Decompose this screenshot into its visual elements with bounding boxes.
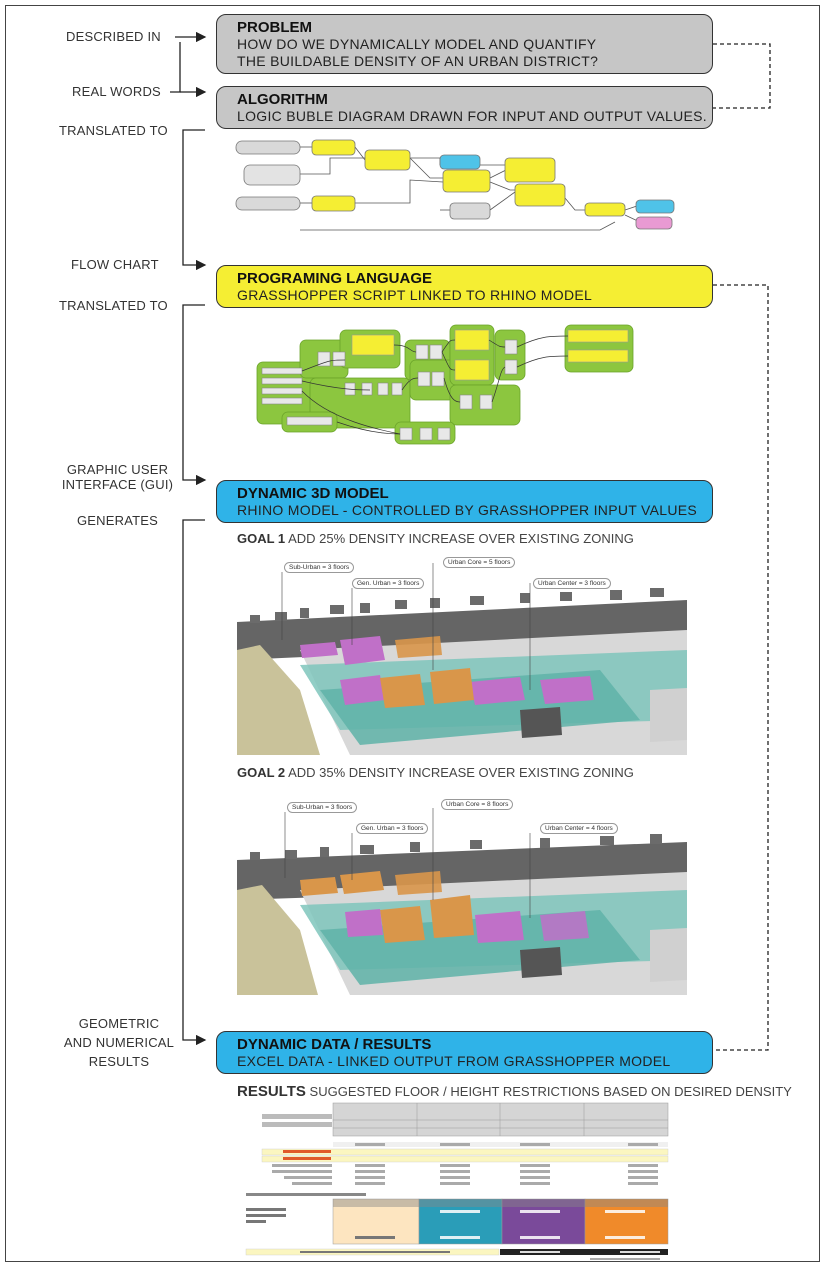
goal2-callout-urban-core: Urban Core = 8 floors (441, 799, 514, 810)
label-real-words: REAL WORDS (72, 84, 161, 99)
data-box: DYNAMIC DATA / RESULTS EXCEL DATA - LINK… (216, 1031, 713, 1074)
label-geo-line2: AND NUMERICAL (63, 1035, 175, 1050)
data-line1: EXCEL DATA - LINKED OUTPUT FROM GRASSHOP… (237, 1053, 671, 1069)
data-title: DYNAMIC DATA / RESULTS (237, 1036, 432, 1053)
page-frame (5, 5, 820, 1262)
problem-line2: THE BUILDABLE DENSITY OF AN URBAN DISTRI… (237, 53, 599, 69)
goal2-callout-gen-urban: Gen. Urban = 3 floors (356, 823, 429, 834)
goal2-label: GOAL 2 (237, 765, 286, 780)
goal1-label: GOAL 1 (237, 531, 286, 546)
label-translated-to-2: TRANSLATED TO (59, 298, 168, 313)
problem-title: PROBLEM (237, 19, 312, 36)
label-flow-chart: FLOW CHART (71, 257, 159, 272)
label-gui-line1: GRAPHIC USER (66, 462, 169, 477)
goal1-callout-gen-urban: Gen. Urban = 3 floors (352, 578, 425, 589)
algorithm-title: ALGORITHM (237, 91, 328, 108)
results-text: SUGGESTED FLOOR / HEIGHT RESTRICTIONS BA… (309, 1084, 792, 1099)
programing-title: PROGRAMING LANGUAGE (237, 270, 432, 287)
goal2-callout-sub-urban: Sub-Urban = 3 floors (287, 802, 358, 813)
goal1-callout-urban-core: Urban Core = 5 floors (443, 557, 516, 568)
label-geo-line1: GEOMETRIC (78, 1016, 160, 1031)
model-title: DYNAMIC 3D MODEL (237, 485, 389, 502)
goal2-text: ADD 35% DENSITY INCREASE OVER EXISTING Z… (288, 765, 634, 780)
label-geometric: GEOMETRIC AND NUMERICAL RESULTS (60, 1014, 178, 1071)
problem-line1: HOW DO WE DYNAMICALLY MODEL AND QUANTIFY (237, 36, 597, 52)
goal1-callout-sub-urban: Sub-Urban = 3 floors (284, 562, 355, 573)
label-described-in: DESCRIBED IN (66, 29, 161, 44)
model-box: DYNAMIC 3D MODEL RHINO MODEL - CONTROLLE… (216, 480, 713, 523)
results-label: RESULTS (237, 1083, 306, 1100)
goal1-heading: GOAL 1 ADD 25% DENSITY INCREASE OVER EXI… (237, 531, 634, 546)
label-gui: GRAPHIC USER INTERFACE (GUI) (55, 462, 180, 492)
programing-box: PROGRAMING LANGUAGE GRASSHOPPER SCRIPT L… (216, 265, 713, 308)
label-geo-line3: RESULTS (88, 1054, 150, 1069)
goal1-callout-urban-center: Urban Center = 3 floors (533, 578, 611, 589)
model-line1: RHINO MODEL - CONTROLLED BY GRASSHOPPER … (237, 502, 698, 518)
algorithm-line1: LOGIC BUBLE DIAGRAM DRAWN FOR INPUT AND … (237, 108, 707, 124)
goal1-text: ADD 25% DENSITY INCREASE OVER EXISTING Z… (288, 531, 634, 546)
label-generates: GENERATES (77, 513, 159, 528)
results-heading: RESULTS SUGGESTED FLOOR / HEIGHT RESTRIC… (237, 1083, 792, 1100)
programing-line1: GRASSHOPPER SCRIPT LINKED TO RHINO MODEL (237, 287, 593, 303)
goal2-callout-urban-center: Urban Center = 4 floors (540, 823, 618, 834)
label-translated-to-1: TRANSLATED TO (59, 123, 168, 138)
label-gui-line2: INTERFACE (GUI) (61, 477, 174, 492)
problem-box: PROBLEM HOW DO WE DYNAMICALLY MODEL AND … (216, 14, 713, 74)
algorithm-box: ALGORITHM LOGIC BUBLE DIAGRAM DRAWN FOR … (216, 86, 713, 129)
goal2-heading: GOAL 2 ADD 35% DENSITY INCREASE OVER EXI… (237, 765, 634, 780)
